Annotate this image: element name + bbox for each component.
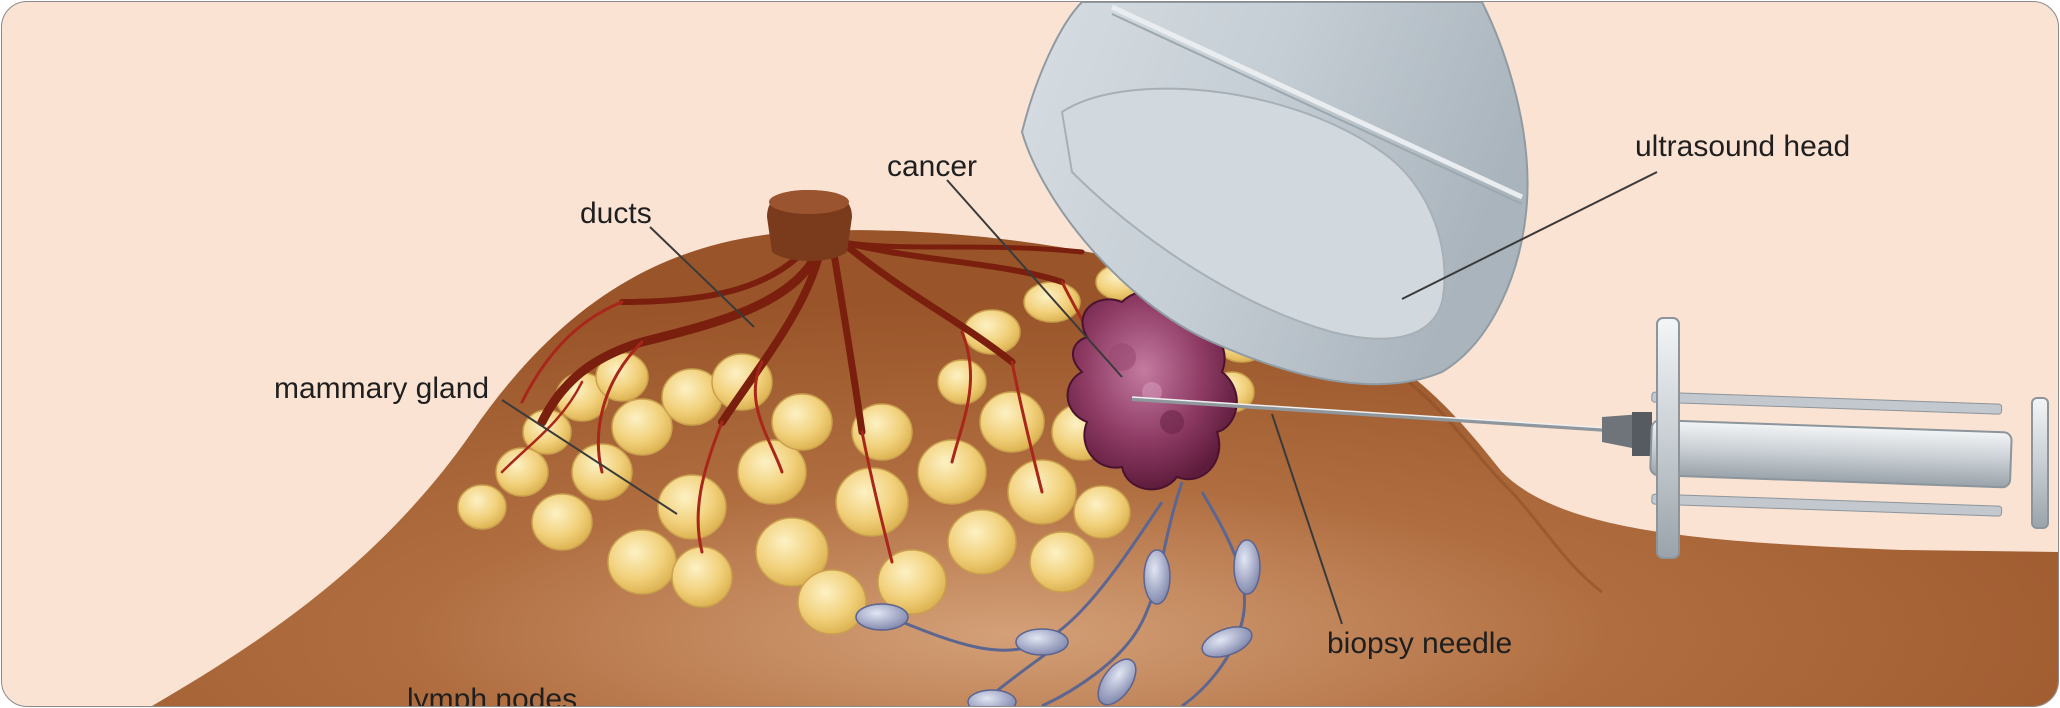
label-ultrasound-head: ultrasound head <box>1635 130 1851 163</box>
label-mammary-gland: mammary gland <box>274 372 490 405</box>
lymph-nodes <box>855 539 1261 706</box>
label-lymph-nodes: lymph nodes <box>407 683 578 707</box>
mammary-gland-lobules <box>457 263 1269 635</box>
syringe <box>1602 317 2049 559</box>
nipple <box>767 190 852 261</box>
label-biopsy-needle: biopsy needle <box>1327 627 1513 660</box>
ducts <box>500 237 1114 564</box>
label-ducts: ducts <box>580 197 652 230</box>
biopsy-needle-shaft <box>1131 397 1608 432</box>
ultrasound-probe <box>1020 2 1529 386</box>
label-cancer: cancer <box>887 150 978 183</box>
leader-lines <box>501 171 1658 625</box>
